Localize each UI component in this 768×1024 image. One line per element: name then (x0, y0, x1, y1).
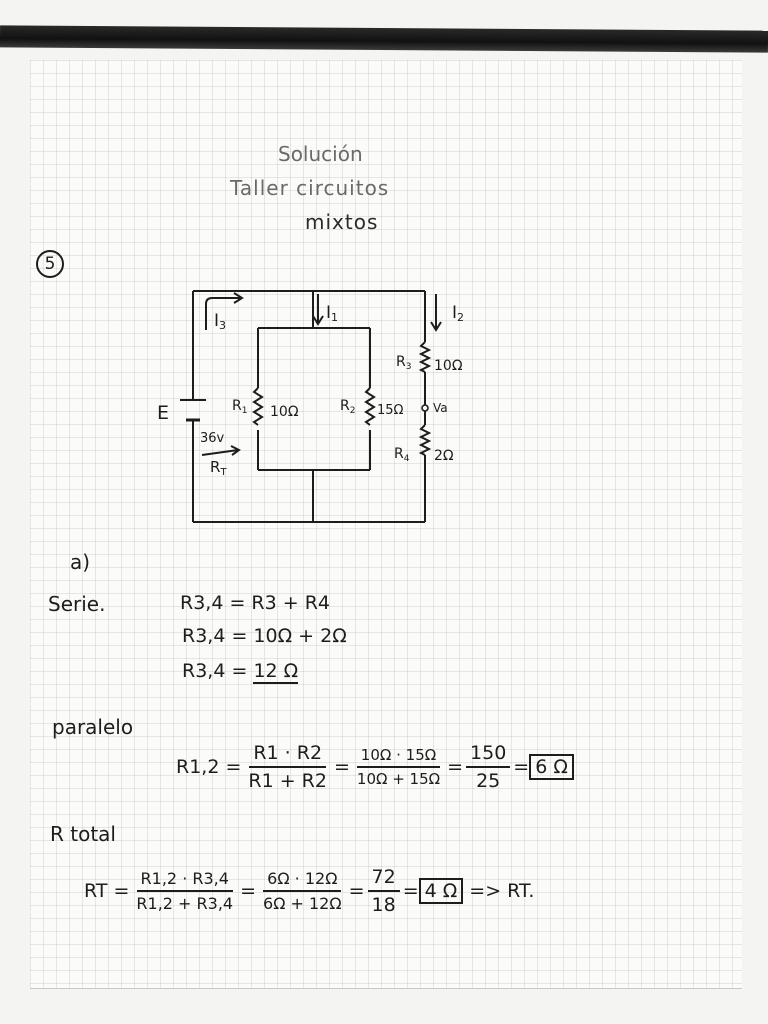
total-fraction-3: 72 18 (367, 866, 400, 916)
parallel-lhs: R1,2 = (176, 756, 242, 778)
resistor-r3 (418, 341, 432, 373)
total-heading: R total (50, 822, 116, 846)
total-f2-den: 6Ω + 12Ω (263, 894, 342, 913)
total-lhs: RT = (84, 880, 130, 902)
parallel-f1-den: R1 + R2 (248, 770, 327, 792)
parallel-f3-num: 150 (466, 742, 511, 768)
total-f2-num: 6Ω · 12Ω (263, 869, 342, 892)
r2-value: 15Ω (377, 403, 404, 418)
parallel-f2-den: 10Ω + 15Ω (356, 770, 441, 788)
parallel-fraction-3: 150 25 (466, 742, 511, 792)
r3-value: 10Ω (434, 358, 463, 374)
r1-label: R1 (232, 398, 247, 416)
parallel-equation: R1,2 = R1 · R2 R1 + R2 = 10Ω · 15Ω 10Ω +… (176, 742, 574, 792)
source-label: E (157, 402, 169, 424)
circuit-diagram: E 36v RT I3 I1 I2 R1 10Ω R2 15Ω R3 10Ω V… (157, 290, 464, 523)
problem-number: 5 (36, 250, 64, 278)
total-current-arrow (201, 449, 239, 456)
total-fraction-1: R1,2 · R3,4 R1,2 + R3,4 (132, 869, 237, 913)
current-i3-arrow (205, 297, 240, 330)
notebook-page (30, 60, 742, 989)
header-title: Solución (278, 142, 363, 166)
header-subtitle: Taller circuitos (230, 176, 390, 200)
total-fraction-2: 6Ω · 12Ω 6Ω + 12Ω (259, 869, 346, 913)
current-i1-label: I1 (326, 303, 338, 324)
node-va-label: Va (433, 401, 448, 415)
header-subtitle-2: mixtos (305, 210, 379, 234)
total-equation: RT = R1,2 · R3,4 R1,2 + R3,4 = 6Ω · 12Ω … (84, 866, 535, 916)
parallel-f1-num: R1 · R2 (249, 742, 327, 768)
current-i3-label: I3 (214, 311, 226, 332)
total-current-label: RT (210, 458, 227, 478)
parallel-result: 6 Ω (529, 754, 574, 780)
r2-label: R2 (340, 398, 355, 416)
parallel-fraction-2: 10Ω · 15Ω 10Ω + 15Ω (353, 746, 444, 788)
parallel-f2-num: 10Ω · 15Ω (356, 746, 441, 768)
parallel-heading: paralelo (52, 715, 134, 739)
total-f1-den: R1,2 + R3,4 (136, 894, 234, 913)
part-a-label: a) (70, 550, 91, 574)
series-line-3-lhs: R3,4 = (182, 660, 248, 682)
series-heading: Serie. (48, 592, 106, 616)
total-result: 4 Ω (418, 878, 464, 904)
total-f1-num: R1,2 · R3,4 (136, 869, 233, 892)
series-result: 12 Ω (253, 660, 299, 684)
series-line-1: R3,4 = R3 + R4 (180, 592, 330, 614)
source-value: 36v (200, 431, 225, 446)
series-line-3: R3,4 = 12 Ω (182, 660, 299, 684)
resistor-r4 (418, 424, 432, 456)
node-va (421, 404, 429, 412)
r4-label: R4 (394, 446, 410, 464)
total-implies: => RT. (469, 880, 535, 902)
series-line-2: R3,4 = 10Ω + 2Ω (182, 625, 347, 647)
current-i2-label: I2 (452, 303, 464, 324)
total-f3-num: 72 (367, 866, 400, 892)
r1-value: 10Ω (270, 404, 299, 420)
r4-value: 2Ω (434, 448, 454, 464)
total-f3-den: 18 (371, 894, 396, 916)
resistor-r2 (364, 387, 376, 426)
resistor-r1 (252, 387, 264, 426)
parallel-fraction-1: R1 · R2 R1 + R2 (244, 742, 331, 792)
parallel-f3-den: 25 (476, 770, 501, 792)
r3-label: R3 (396, 354, 411, 372)
